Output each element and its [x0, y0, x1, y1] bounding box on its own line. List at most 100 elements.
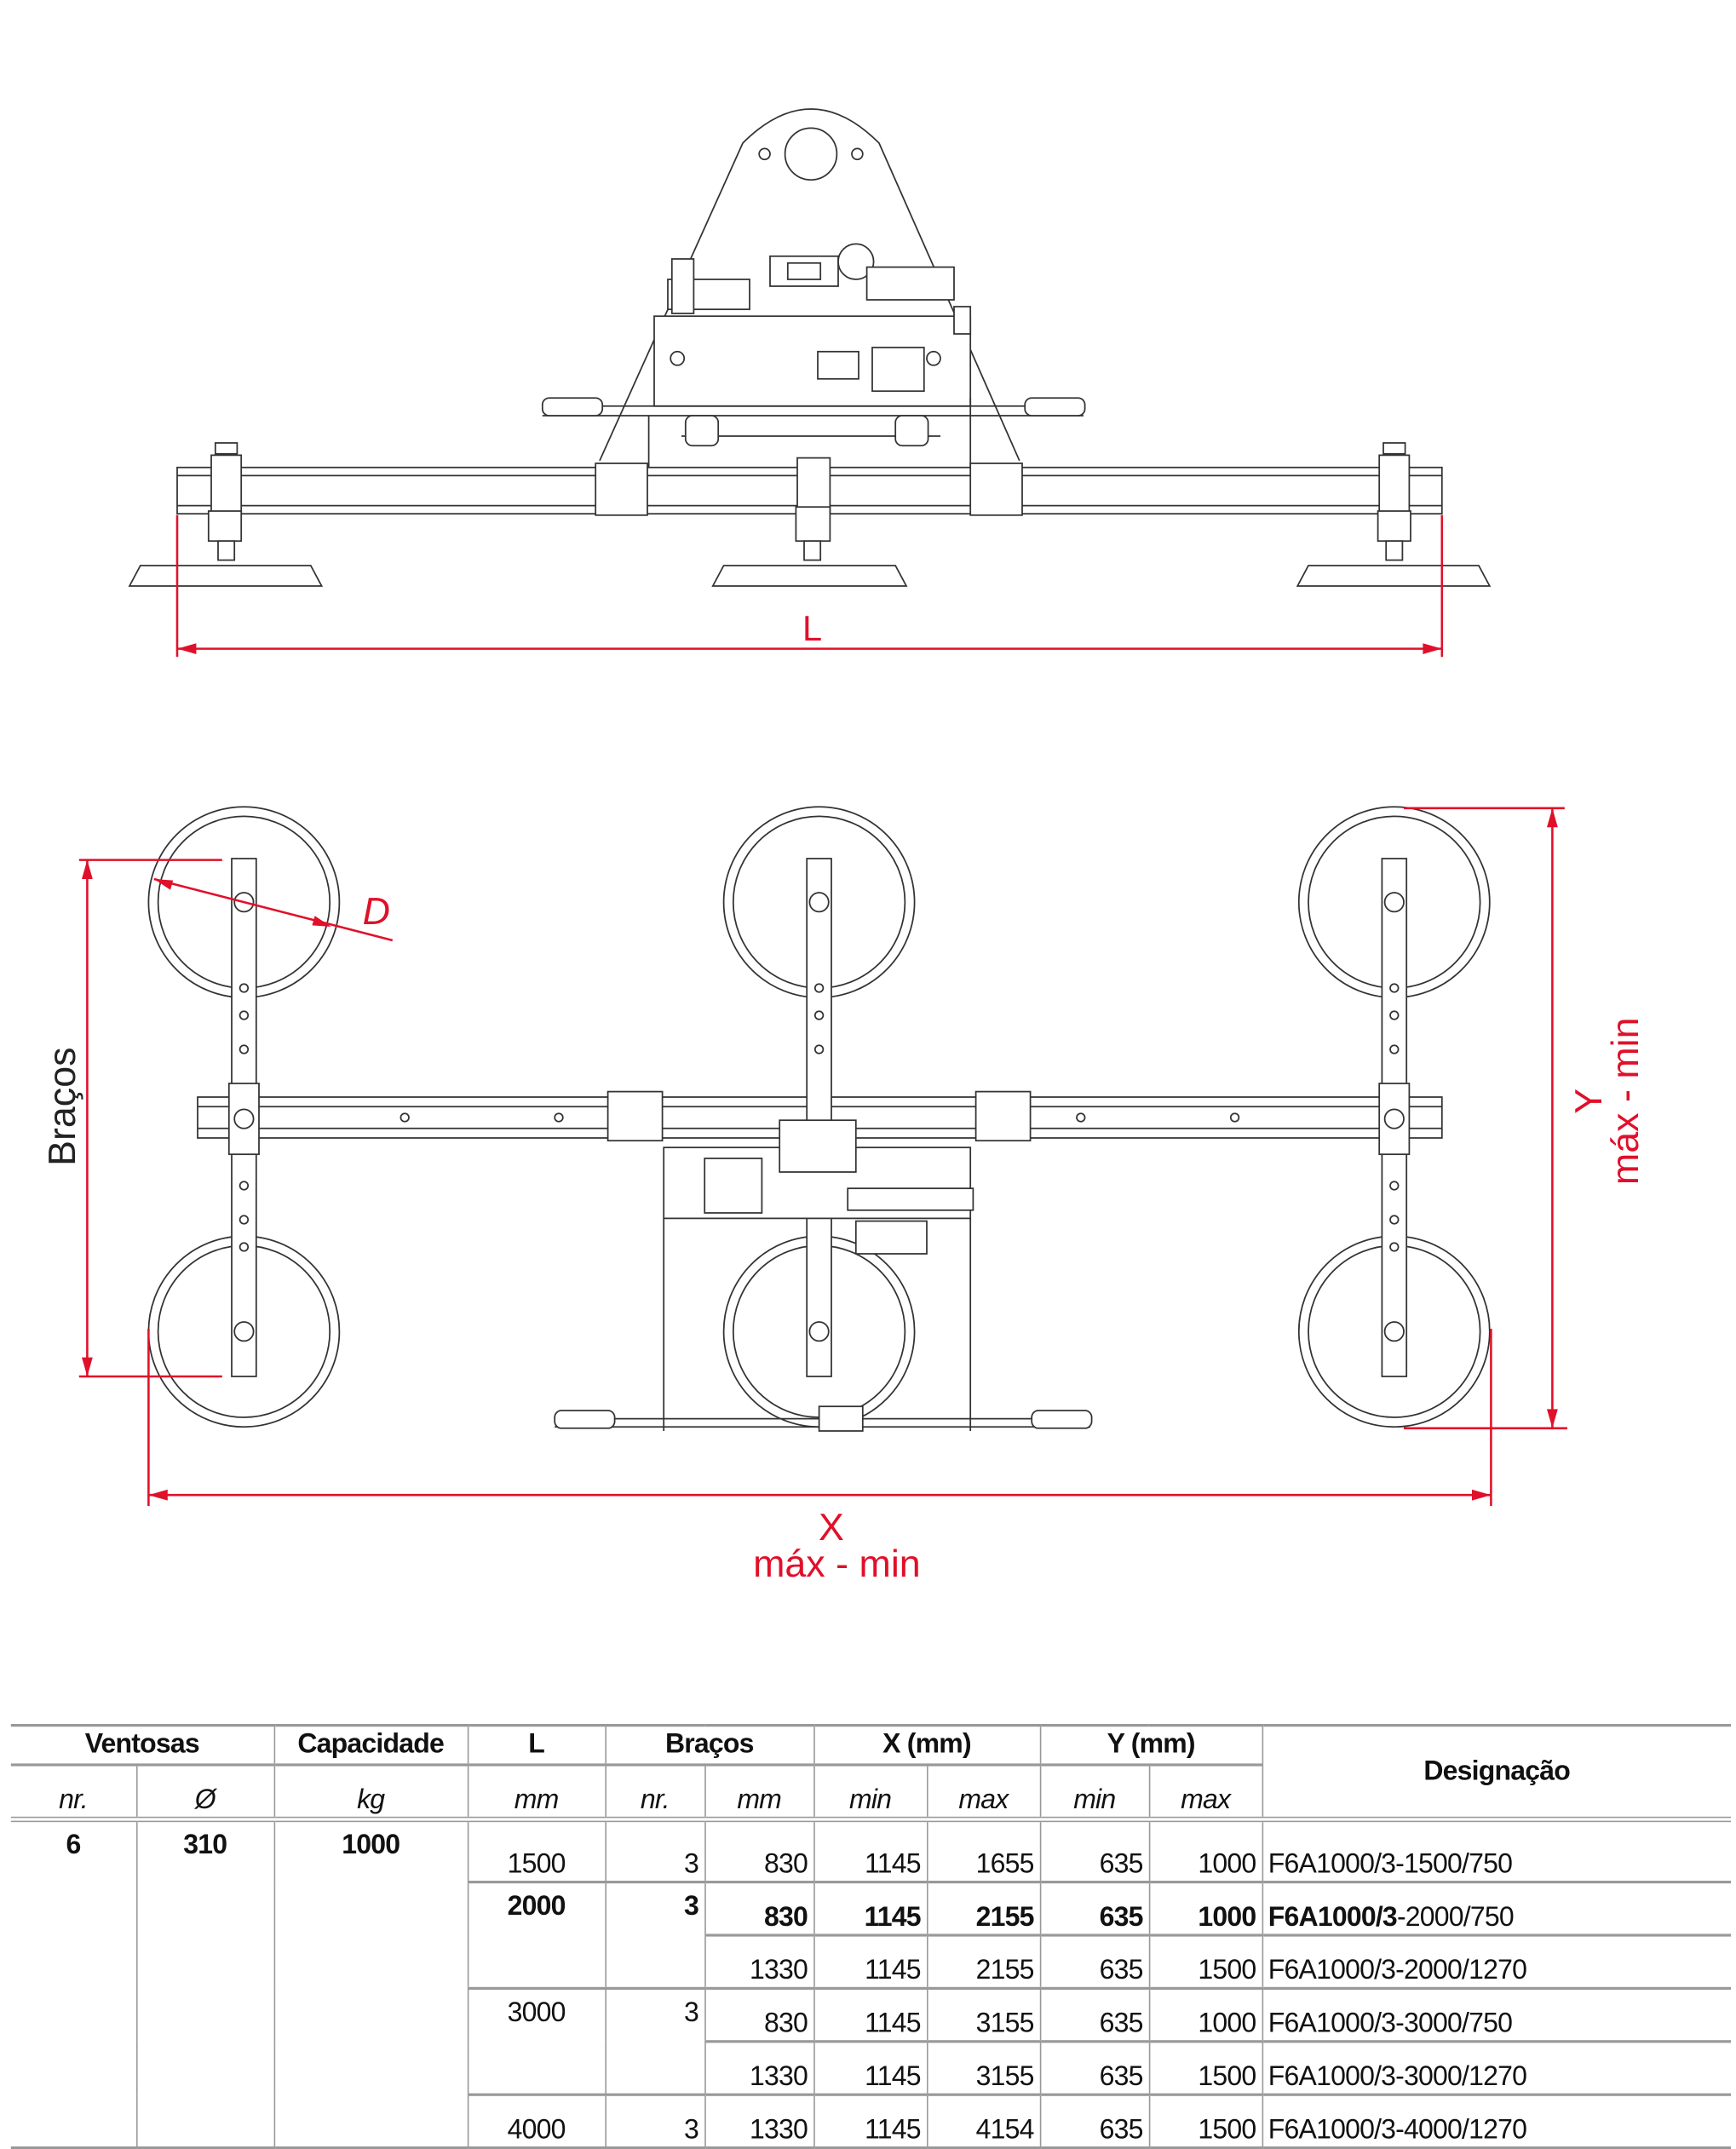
cell-x-max: 2155 [926, 1882, 1041, 1937]
beam-bracket [595, 463, 648, 516]
cell-x-min: 1145 [813, 2041, 928, 2096]
cell-x-max: 4154 [926, 2094, 1041, 2149]
cell-bracos-mm: 1330 [704, 2094, 815, 2149]
cell-x-max: 2155 [926, 1935, 1041, 1991]
lifting-eye-hole [784, 127, 838, 181]
dimension-X: X máx - min [147, 1329, 1492, 1585]
cell-x-min: 1145 [813, 1935, 928, 1991]
cell-x-min: 1145 [813, 1988, 928, 2043]
cell-bracos-mm: 830 [704, 1882, 815, 1937]
cell-designacao: F6A1000/3-2000/1270 [1261, 1935, 1731, 1991]
cell-bracos-mm: 830 [704, 1988, 815, 2043]
cell-L: 2000 [466, 1882, 606, 1991]
dimension-L: L [175, 514, 1444, 658]
cell-x-min: 1145 [813, 1819, 928, 1884]
dimension-bracos-label: Braços [41, 1047, 83, 1165]
cell-x-max: 3155 [926, 1988, 1041, 2043]
cell-y-min: 635 [1039, 1819, 1150, 1884]
cell-y-min: 635 [1039, 1988, 1150, 2043]
handle-right [1024, 397, 1086, 417]
cell-y-max: 1000 [1148, 1882, 1263, 1937]
cell-L: 1500 [466, 1819, 606, 1884]
cell-bracos-nr: 3 [604, 1882, 706, 1991]
subheader-cell: Ø [135, 1765, 275, 1823]
suction-pad-center [711, 457, 908, 587]
plan-view: Braços D Y máx - min X máx - min [41, 806, 1647, 1585]
cell-x-min: 1145 [813, 1882, 928, 1937]
cell-bracos-mm: 1330 [704, 2041, 815, 2096]
header-capacidade: Capacidade [273, 1723, 468, 1767]
dimension-X-range: máx - min [753, 1543, 921, 1585]
subheader-cell: min [813, 1765, 928, 1823]
capacidade: 1000 [273, 1819, 468, 2149]
dimension-D-label: D [363, 890, 390, 933]
cell-designacao: F6A1000/3-1500/750 [1261, 1819, 1731, 1884]
vacuum-pump [704, 1158, 763, 1214]
cell-y-min: 635 [1039, 2041, 1150, 2096]
cell-bracos-nr: 3 [604, 2094, 706, 2149]
dimension-D: D [153, 877, 394, 942]
table-row: 3000 3 830 1145 3155 635 1000 F6A1000/3-… [11, 1988, 1731, 2096]
subheader-cell: nr. [10, 1765, 137, 1823]
vacuum-filter [871, 347, 925, 393]
cell-y-max: 1500 [1148, 2094, 1263, 2149]
dimension-Y-label: Y [1567, 1089, 1610, 1114]
table-row: 4000 3 1330 1145 4154 635 1500 F6A1000/3… [11, 2094, 1731, 2149]
technical-drawing: L [41, 108, 1647, 1585]
header-row: Ventosas Capacidade L Braços X (mm) Y (m… [10, 1723, 1731, 1823]
dimension-Y: Y máx - min [1404, 807, 1647, 1430]
ventosas-diameter: 310 [135, 1819, 275, 2149]
subheader-cell: mm [704, 1765, 815, 1823]
cell-y-min: 635 [1039, 1935, 1150, 1991]
cell-x-max: 3155 [926, 2041, 1041, 2096]
cell-y-max: 1000 [1148, 1988, 1263, 2043]
vacuum-gauge [837, 243, 875, 280]
subheader-cell: mm [466, 1765, 606, 1823]
designacao-rest: -2000/750 [1396, 1902, 1515, 1933]
table-row-highlighted: 2000 3 830 1145 2155 635 1000 F6A1000/3-… [11, 1882, 1731, 1991]
header-x: X (mm) [813, 1723, 1041, 1767]
dimension-X-label: X [819, 1506, 844, 1549]
subheader-cell: nr. [604, 1765, 706, 1823]
side-elevation-view: L [128, 108, 1492, 658]
header-ventosas: Ventosas [10, 1723, 275, 1767]
subheader-cell: max [1148, 1765, 1263, 1823]
cell-x-max: 1655 [926, 1819, 1041, 1884]
table-row: 6 310 1000 1500 3 830 1145 1655 635 1000… [10, 1819, 1731, 2149]
cell-L: 4000 [466, 2094, 606, 2149]
beam-bracket [969, 463, 1023, 516]
header-L: L [466, 1723, 606, 1767]
table-row: 1330 1145 2155 635 1500 F6A1000/3-2000/1… [11, 1935, 1731, 1991]
subheader-cell: kg [273, 1765, 468, 1823]
subheader-cell: max [926, 1765, 1041, 1823]
table-row: 1330 1145 3155 635 1500 F6A1000/3-3000/1… [11, 2041, 1731, 2096]
cell-x-min: 1145 [813, 2094, 928, 2149]
cell-y-min: 635 [1039, 1882, 1150, 1937]
header-designacao: Designação [1261, 1723, 1731, 1823]
cell-designacao: F6A1000/3-2000/750 [1261, 1882, 1731, 1937]
cell-bracos-mm: 1330 [704, 1935, 815, 1991]
cell-bracos-mm: 830 [704, 1819, 815, 1884]
subheader-cell: min [1039, 1765, 1150, 1823]
lifting-plate [599, 108, 1020, 462]
handle-left [541, 397, 604, 417]
specifications-table: Ventosas Capacidade L Braços X (mm) Y (m… [10, 1723, 1731, 2149]
plan-handle-left [554, 1410, 616, 1429]
dimension-Y-range: máx - min [1604, 1017, 1647, 1185]
cell-designacao: F6A1000/3-4000/1270 [1261, 2094, 1731, 2149]
designacao-bold: F6A1000/3 [1268, 1902, 1398, 1933]
header-bracos: Braços [604, 1723, 815, 1767]
cell-y-max: 1500 [1148, 1935, 1263, 1991]
ventosas-nr: 6 [10, 1819, 137, 2149]
arms [227, 858, 1411, 1377]
cell-bracos-nr: 3 [604, 1819, 706, 1884]
cell-L: 3000 [466, 1988, 606, 2096]
cell-y-max: 1500 [1148, 2041, 1263, 2096]
header-y: Y (mm) [1039, 1723, 1263, 1767]
cell-designacao: F6A1000/3-3000/1270 [1261, 2041, 1731, 2096]
subheader-row: nr. Ø kg mm nr. mm min max min max [10, 1765, 1731, 1823]
cell-bracos-nr: 3 [604, 1988, 706, 2096]
cell-y-max: 1000 [1148, 1819, 1263, 1884]
dimension-L-label: L [802, 608, 822, 648]
